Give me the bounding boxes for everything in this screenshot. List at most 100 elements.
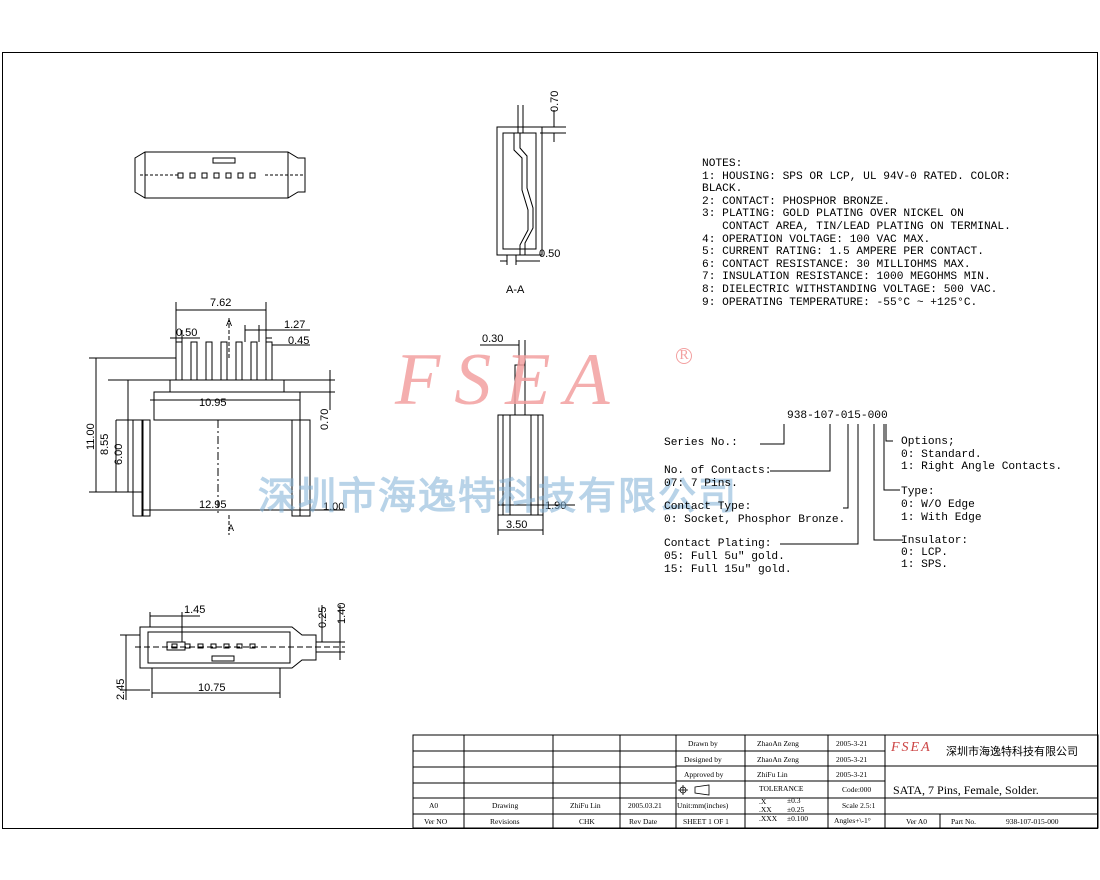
tol-xxx-value: ±0.100 (787, 814, 808, 823)
designed-label: Designed by (684, 755, 722, 764)
note-line: 4: OPERATION VOLTAGE: 100 VAC MAX. (702, 233, 931, 246)
tol-x: .X (759, 797, 767, 806)
note-line: 7: INSULATION RESISTANCE: 1000 MEGOHMS M… (702, 271, 991, 284)
watermark-company: 深圳市海逸特科技有限公司 (258, 474, 739, 518)
options-title: Options; (901, 436, 955, 448)
front-view (89, 302, 345, 535)
note-line: NOTES: (702, 158, 743, 170)
designed-name: ZhaoAn Zeng (757, 755, 799, 764)
dim-10-75: 10.75 (198, 682, 226, 694)
series-label: Series No.: (664, 437, 738, 449)
insulator-title: Insulator: (901, 535, 969, 547)
contact-type-value: 0: Socket, Phosphor Bronze. (664, 514, 846, 526)
section-label: A-A (506, 284, 525, 296)
title-block (412, 734, 1099, 829)
rev-chk: ZhiFu Lin (570, 801, 601, 810)
scale-value: Scale 2.5:1 (842, 801, 876, 810)
version-label: Ver A0 (906, 817, 928, 826)
note-line: 9: OPERATING TEMPERATURE: -55°C ~ +125°C… (702, 296, 978, 309)
part-number-leaders (760, 424, 903, 545)
note-line: 6: CONTACT RESISTANCE: 30 MILLIOHMS MAX. (702, 258, 971, 271)
bottom-view (120, 605, 345, 700)
note-line: 3: PLATING: GOLD PLATING OVER NICKEL ON (702, 208, 964, 221)
rev-ver: A0 (429, 801, 439, 810)
drawn-label: Drawn by (688, 739, 718, 748)
dim-top-0-70: 0.70 (549, 91, 561, 112)
insulator-value-1: 0: LCP. (901, 547, 948, 559)
drawn-date: 2005-3-21 (836, 739, 868, 748)
tol-xx: .XX (759, 805, 772, 814)
note-line: BLACK. (702, 183, 743, 196)
dim-1-45: 1.45 (184, 604, 205, 616)
header-chk: CHK (579, 817, 595, 826)
notes-block: NOTES:1: HOUSING: SPS OR LCP, UL 94V-0 R… (702, 158, 1011, 309)
plating-option-1: 05: Full 5u" gold. (664, 551, 785, 563)
approved-date: 2005-3-21 (836, 770, 868, 779)
part-no-label: Part No. (951, 817, 976, 826)
approved-label: Approved by (684, 770, 724, 779)
side-view (480, 340, 575, 535)
code-value: Code:000 (842, 785, 872, 794)
header-ver: Ver NO (424, 817, 448, 826)
tolerance-label: TOLERANCE (759, 784, 804, 793)
insulator-value-2: 1: SPS. (901, 559, 948, 571)
tol-x-value: ±0.3 (787, 796, 801, 805)
section-mark-top: A (226, 318, 232, 328)
section-mark-bottom: A (228, 523, 234, 533)
approved-name: ZhiFu Lin (757, 770, 788, 779)
units-label: Unit:mm(inches) (677, 801, 729, 810)
dim-8-55: 8.55 (99, 434, 111, 455)
drawing-title: SATA, 7 Pins, Female, Solder. (893, 783, 1039, 797)
dim-1-00: 1.00 (323, 501, 344, 513)
tol-xx-value: ±0.25 (787, 805, 805, 814)
company-logo: FSEA (891, 740, 932, 755)
plating-option-2: 15: Full 15u" gold. (664, 564, 792, 576)
section-a-a-view (496, 105, 566, 265)
plating-title: Contact Plating: (664, 538, 772, 550)
contact-type-title: Contact Type: (664, 501, 752, 513)
drawn-name: ZhaoAn Zeng (757, 739, 799, 748)
edge-type-title: Type: (901, 486, 935, 498)
dim-6-00: 6.00 (113, 444, 125, 465)
dim-12-95: 12.95 (199, 499, 227, 511)
tol-xxx: .XXX (759, 814, 778, 823)
note-line: CONTACT AREA, TIN/LEAD PLATING ON TERMIN… (702, 220, 1011, 233)
note-line: 2: CONTACT: PHOSPHOR BRONZE. (702, 195, 890, 208)
options-value-2: 1: Right Angle Contacts. (901, 461, 1063, 473)
projection-symbol-icon (678, 784, 710, 796)
company-name: 深圳市海逸特科技有限公司 (946, 745, 1078, 758)
part-no-value: 938-107-015-000 (1006, 817, 1059, 826)
dim-7-62: 7.62 (210, 297, 231, 309)
dim-0-30: 0.30 (482, 333, 503, 345)
dim-0-25: 0.25 (317, 607, 329, 628)
dim-0-50: 0.50 (176, 327, 197, 339)
dim-1-90: 1.90 (545, 500, 566, 512)
angles-value: Angles+\-1° (834, 816, 871, 825)
top-view (134, 151, 306, 199)
dim-front-0-70: 0.70 (319, 409, 331, 430)
dim-11-00: 11.00 (85, 423, 97, 450)
header-date: Rev Date (629, 817, 658, 826)
header-rev: Revisions (490, 817, 520, 826)
part-number-code: 938-107-015-000 (787, 410, 888, 422)
dim-1-27: 1.27 (284, 319, 305, 331)
dim-top-0-50: 0.50 (539, 248, 560, 260)
options-value-1: 0: Standard. (901, 449, 982, 461)
rev-desc: Drawing (492, 801, 519, 810)
dim-2-45: 2.45 (115, 679, 127, 700)
dim-3-50: 3.50 (506, 519, 527, 531)
sheet-label: SHEET 1 OF 1 (683, 817, 729, 826)
rev-date: 2005.03.21 (628, 801, 662, 810)
dim-0-45: 0.45 (288, 335, 309, 347)
registered-mark-icon: R (676, 348, 692, 364)
note-line: 8: DIELECTRIC WITHSTANDING VOLTAGE: 500 … (702, 283, 998, 296)
edge-type-value-1: 0: W/O Edge (901, 499, 975, 511)
note-line: 1: HOUSING: SPS OR LCP, UL 94V-0 RATED. … (702, 170, 1011, 183)
dim-1-40: 1.40 (336, 603, 348, 624)
watermark-logo: FSEA (395, 339, 624, 421)
edge-type-value-2: 1: With Edge (901, 512, 982, 524)
dim-10-95: 10.95 (199, 397, 227, 409)
contacts-title: No. of Contacts: (664, 465, 772, 477)
designed-date: 2005-3-21 (836, 755, 868, 764)
